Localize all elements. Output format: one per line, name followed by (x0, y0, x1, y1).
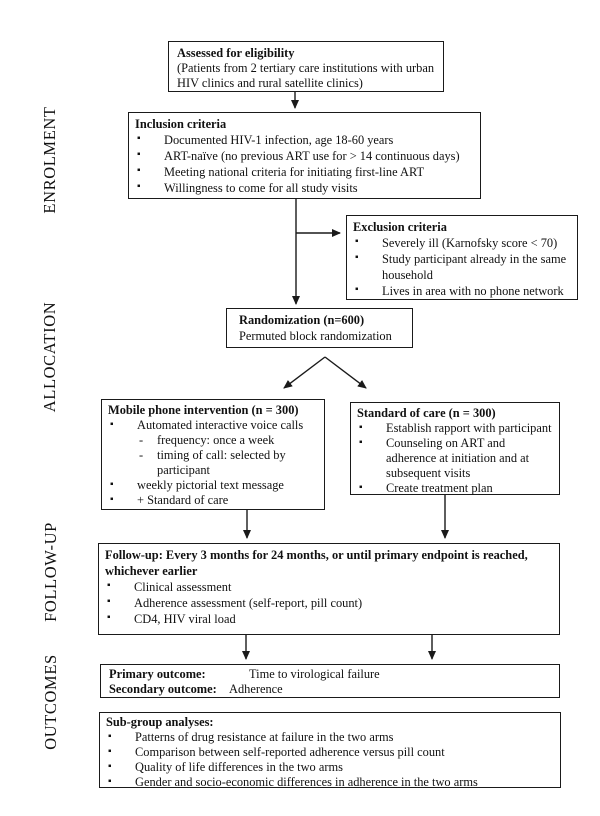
bullet-text: Gender and socio-economic differences in… (135, 775, 478, 789)
bullet-item: ▪ Gender and socio-economic differences i… (106, 775, 554, 790)
bullet-item: ▪ Clinical assessment (105, 579, 553, 595)
bullet-marker: ▪ (359, 482, 363, 493)
bullet-text: Adherence assessment (self-report, pill … (134, 596, 363, 610)
bullet-item: ▪ Automated interactive voice calls (108, 418, 322, 433)
bullet-marker: ▪ (137, 165, 141, 176)
sub-text: timing of call: selected by participant (157, 448, 286, 477)
bullet-marker: ▪ (137, 181, 141, 192)
bullet-text: Clinical assessment (134, 580, 232, 594)
bullet-item: ▪ Adherence assessment (self-report, pill… (105, 595, 553, 611)
subgroup-title: Sub-group analyses: (106, 715, 214, 729)
bullet-marker: ▪ (108, 776, 112, 787)
side-label-allocation: ALLOCATION (40, 301, 59, 413)
bullet-marker: ▪ (137, 133, 141, 144)
bullet-item: ▪ Documented HIV-1 infection, age 18-60 y… (135, 132, 478, 148)
bullet-marker: ▪ (107, 596, 111, 607)
bullet-item: ▪ + Standard of care (108, 493, 322, 508)
bullet-item: ▪ CD4, HIV viral load (105, 611, 553, 627)
inclusion-box: Inclusion criteria ▪ Documented HIV-1 inf… (128, 112, 481, 199)
dash-marker: - (139, 433, 144, 447)
outcomes-box: Primary outcome: Time to virological fail… (100, 664, 560, 698)
bullet-item: ▪ Severely ill (Karnofsky score < 70) (353, 235, 575, 251)
outcome-label: Primary outcome: (109, 667, 206, 681)
bullet-item: ▪ Lives in area with no phone network (353, 283, 575, 299)
bullet-text: Meeting national criteria for initiating… (164, 165, 425, 179)
bullet-item: ▪ Create treatment plan (357, 481, 557, 496)
bullet-marker: ▪ (108, 746, 112, 757)
inclusion-title: Inclusion criteria (135, 117, 227, 131)
bullet-marker: ▪ (137, 149, 141, 160)
bullet-marker: ▪ (355, 252, 359, 263)
bullet-text: weekly pictorial text message (137, 478, 284, 492)
sub-item: -frequency: once a week (108, 433, 322, 448)
arrow-randomization-to-standard (324, 356, 367, 389)
bullet-text: Patterns of drug resistance at failure i… (135, 730, 394, 744)
bullet-item: ▪ Establish rapport with participant (357, 421, 557, 436)
arrow-randomization-to-mobile (283, 356, 326, 389)
bullet-item: ▪ Study participant already in the same h… (353, 251, 575, 283)
outcome-label: Secondary outcome: (109, 682, 217, 696)
bullet-item: ▪ Counseling on ART and adherence at init… (357, 436, 557, 481)
bullet-text: Quality of life differences in the two a… (135, 760, 343, 774)
bullet-marker: ▪ (355, 284, 359, 295)
bullet-text: ART-naïve (no previous ART use for > 14 … (164, 149, 460, 163)
bullet-item: ▪ Willingness to come for all study visit… (135, 180, 478, 196)
bullet-marker: ▪ (359, 437, 363, 448)
bullet-marker: ▪ (108, 731, 112, 742)
bullet-item: ▪ ART-naïve (no previous ART use for > 14… (135, 148, 478, 164)
bullet-marker: ▪ (110, 419, 114, 430)
bullet-text: CD4, HIV viral load (134, 612, 236, 626)
randomization-box: Randomization (n=600) Permuted block ran… (226, 308, 413, 348)
bullet-item: ▪ Meeting national criteria for initiatin… (135, 164, 478, 180)
assessed-box: Assessed for eligibility (Patients from … (168, 41, 444, 92)
exclusion-box: Exclusion criteria ▪ Severely ill (Karnof… (346, 215, 578, 300)
followup-box: Follow-up: Every 3 months for 24 months,… (98, 543, 560, 635)
bullet-text: Willingness to come for all study visits (164, 181, 358, 195)
bullet-marker: ▪ (359, 422, 363, 433)
assessed-title: Assessed for eligibility (177, 46, 295, 60)
bullet-marker: ▪ (107, 612, 111, 623)
mobile-arm-box: Mobile phone intervention (n = 300) ▪ Aut… (101, 399, 325, 510)
randomization-body: Permuted block randomization (239, 329, 392, 343)
outcome-row: Secondary outcome: Adherence (109, 682, 553, 697)
bullet-item: ▪ Comparison between self-reported adhere… (106, 745, 554, 760)
bullet-marker: ▪ (110, 479, 114, 490)
bullet-item: ▪ Quality of life differences in the two … (106, 760, 554, 775)
bullet-text: Study participant already in the same ho… (382, 252, 567, 282)
assessed-body: (Patients from 2 tertiary care instituti… (177, 61, 435, 90)
exclusion-title: Exclusion criteria (353, 220, 447, 234)
outcome-value: Time to virological failure (249, 667, 380, 681)
sub-text: frequency: once a week (157, 433, 275, 447)
bullet-marker: ▪ (107, 580, 111, 591)
bullet-item: ▪ Patterns of drug resistance at failure … (106, 730, 554, 745)
bullet-text: Severely ill (Karnofsky score < 70) (382, 236, 558, 250)
followup-title: Follow-up: Every 3 months for 24 months,… (105, 548, 528, 578)
dash-marker: - (139, 448, 144, 462)
sub-item: -timing of call: selected by participant (108, 448, 322, 478)
subgroup-box: Sub-group analyses: ▪ Patterns of drug re… (99, 712, 561, 790)
outcome-value: Adherence (229, 682, 283, 696)
bullet-text: Comparison between self-reported adheren… (135, 745, 445, 759)
outcome-row: Primary outcome: Time to virological fail… (109, 667, 553, 682)
randomization-title: Randomization (n=600) (239, 313, 365, 327)
side-label-enrolment: ENROLMENT (40, 106, 59, 214)
bullet-marker: ▪ (108, 761, 112, 772)
side-label-outcomes: OUTCOMES (41, 654, 60, 750)
bullet-item: ▪ weekly pictorial text message (108, 478, 322, 493)
bullet-marker: ▪ (355, 236, 359, 247)
bullet-text: Counseling on ART and adherence at initi… (386, 436, 530, 480)
bullet-text: Create treatment plan (386, 481, 493, 495)
standard-arm-title: Standard of care (n = 300) (357, 406, 496, 420)
bullet-text: Lives in area with no phone network (382, 284, 564, 298)
bullet-marker: ▪ (110, 494, 114, 505)
bullet-text: + Standard of care (137, 493, 229, 507)
bullet-text: Documented HIV-1 infection, age 18-60 ye… (164, 133, 394, 147)
bullet-text: Establish rapport with participant (386, 421, 552, 435)
bullet-text: Automated interactive voice calls (137, 418, 304, 432)
standard-arm-box: Standard of care (n = 300) ▪ Establish ra… (350, 402, 560, 495)
mobile-arm-title: Mobile phone intervention (n = 300) (108, 403, 299, 417)
